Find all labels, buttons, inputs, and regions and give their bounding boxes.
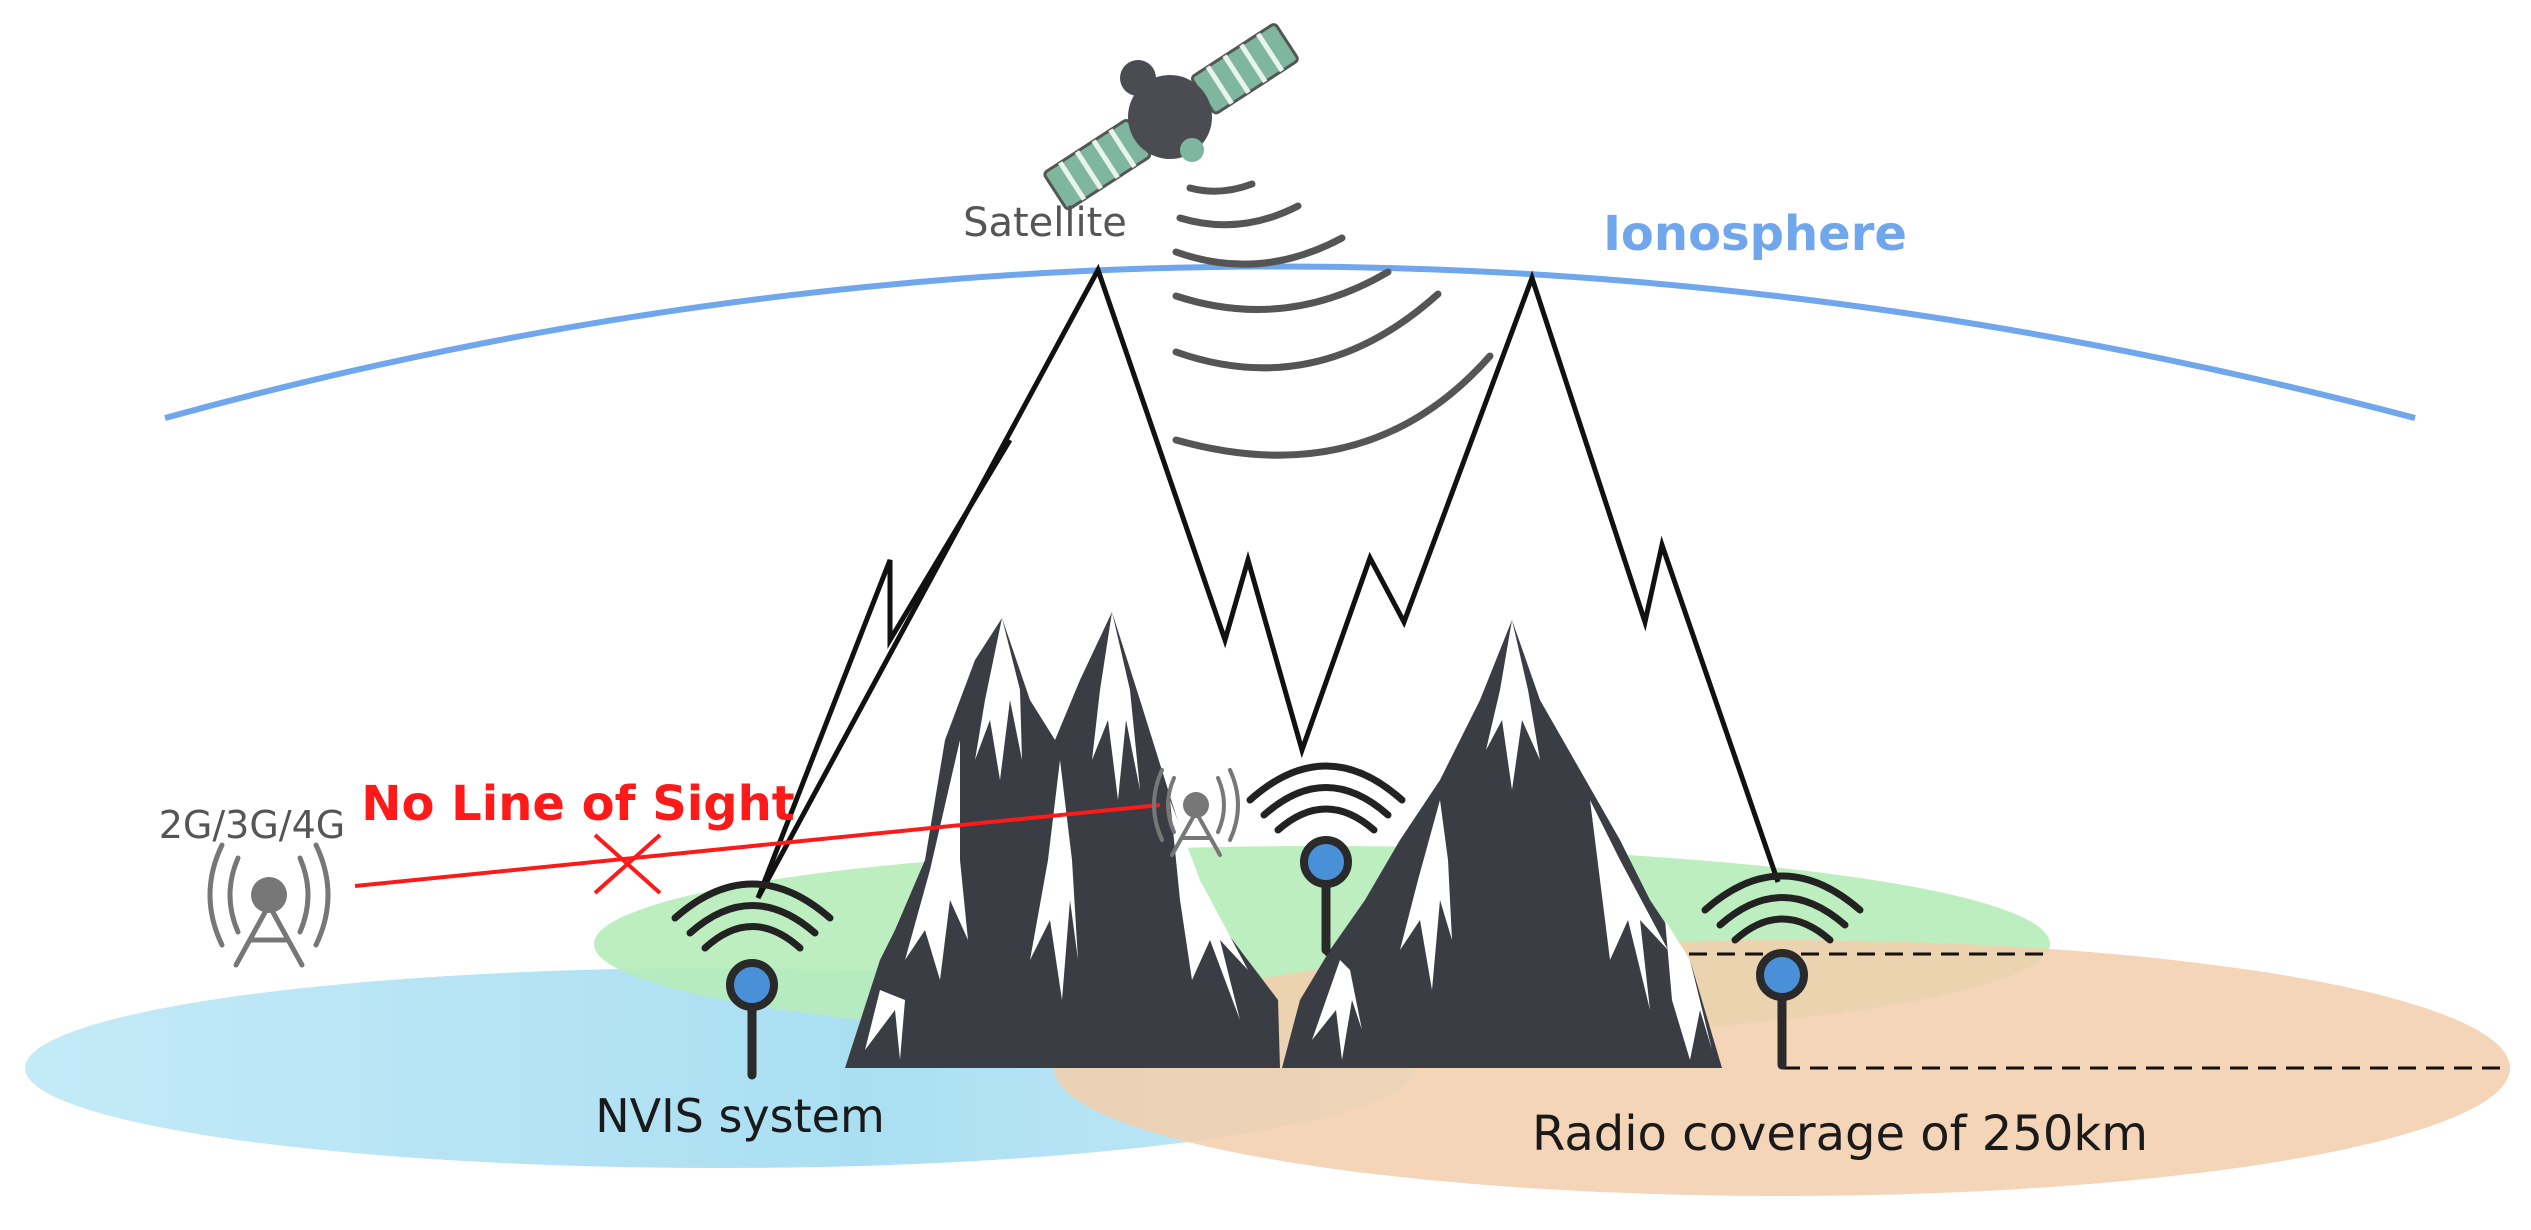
satellite-label: Satellite bbox=[963, 200, 1127, 246]
satellite-icon bbox=[1043, 23, 1299, 211]
mountain-range bbox=[845, 612, 1722, 1068]
nvis-signal-path bbox=[755, 263, 1781, 900]
no-line-of-sight-label: No Line of Sight bbox=[361, 776, 794, 832]
cell-tower-icon-small bbox=[1152, 768, 1240, 857]
nvis-system-label: NVIS system bbox=[595, 1089, 885, 1143]
cellular-label: 2G/3G/4G bbox=[159, 803, 345, 847]
no-line-of-sight-line bbox=[354, 803, 1161, 888]
nvis-antenna-icon-center bbox=[1246, 762, 1406, 955]
nvis-signal-path-left bbox=[755, 438, 1013, 899]
nvis-antenna-icon-right bbox=[1701, 872, 1864, 1070]
ionosphere-label: Ionosphere bbox=[1603, 206, 1907, 262]
radio-coverage-label: Radio coverage of 250km bbox=[1532, 1106, 2148, 1162]
nvis-antenna-icon bbox=[671, 880, 834, 1080]
blocked-x-icon bbox=[593, 833, 662, 895]
satellite-signal-icon bbox=[1172, 180, 1494, 459]
ionosphere-arc bbox=[164, 263, 2416, 421]
cell-tower-icon bbox=[207, 842, 331, 968]
